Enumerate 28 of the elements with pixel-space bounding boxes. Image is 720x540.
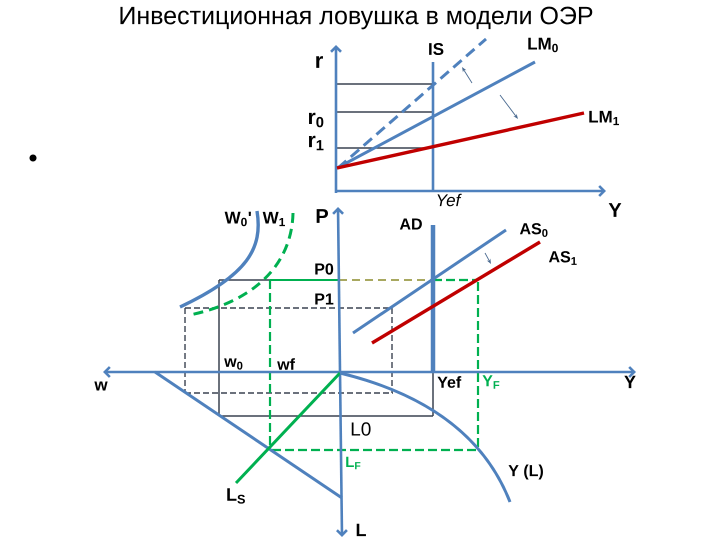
curve-label: AS$_{1}$: [548, 251, 577, 265]
curve-label: LM$_{0}$: [528, 38, 558, 52]
value-label: L0: [352, 422, 371, 436]
value-label: Y$_{F}$: [482, 375, 500, 389]
curve-label: W$_{1}$: [262, 212, 285, 226]
value-label: P0: [315, 263, 334, 275]
value-label: w$_{0}$: [224, 358, 242, 370]
value-label: Yef: [437, 376, 462, 388]
axis-label: w: [94, 382, 108, 390]
value-label: r$_{1}$: [308, 136, 324, 150]
curve-label: W$_{0}$': [224, 212, 251, 226]
value-label: L$_{F}$: [346, 456, 360, 470]
title: Инвестиционная ловушка в модели ОЭР: [120, 6, 592, 30]
axis-label: Y: [608, 203, 622, 217]
axis-label: r: [316, 56, 323, 68]
curve-label: L$_{S}$: [227, 488, 245, 504]
axis-label: L: [356, 524, 366, 536]
axis-label: Y: [624, 376, 636, 388]
value-label: wf: [277, 358, 296, 370]
curve-label: IS: [429, 42, 444, 56]
curve-label: Y (L): [508, 464, 543, 480]
value-label: P1: [315, 294, 334, 304]
curve-label: LM$_{1}$: [589, 110, 619, 126]
curve-label: AS$_{0}$: [520, 223, 548, 237]
curve-label: AD: [400, 218, 422, 230]
value-label: r$_{0}$: [308, 112, 324, 128]
axis-label: P: [316, 209, 328, 223]
value-label: Yef: [437, 194, 462, 206]
